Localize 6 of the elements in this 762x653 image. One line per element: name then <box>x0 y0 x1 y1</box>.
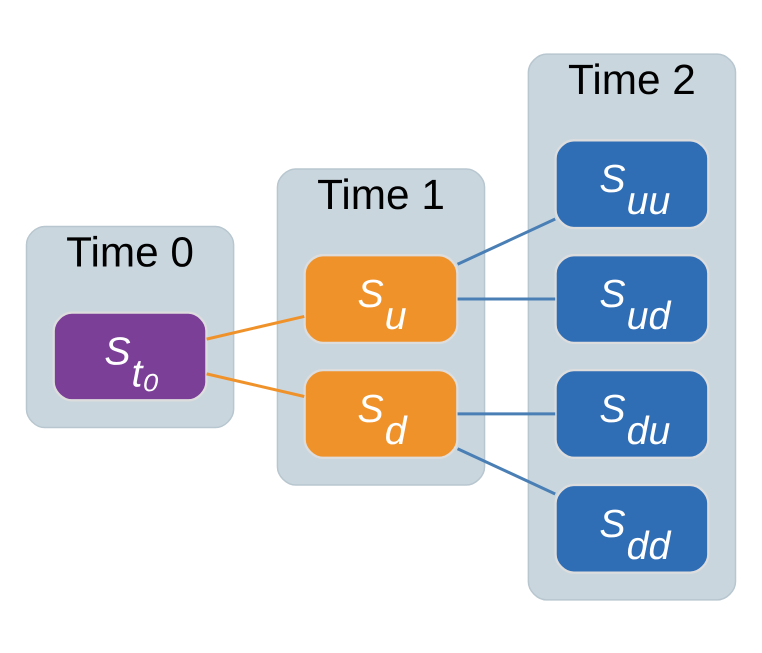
connector <box>456 446 556 495</box>
connector <box>458 412 556 415</box>
connector <box>206 372 305 398</box>
connector <box>458 297 556 300</box>
connector <box>206 314 305 340</box>
connector <box>456 217 556 266</box>
